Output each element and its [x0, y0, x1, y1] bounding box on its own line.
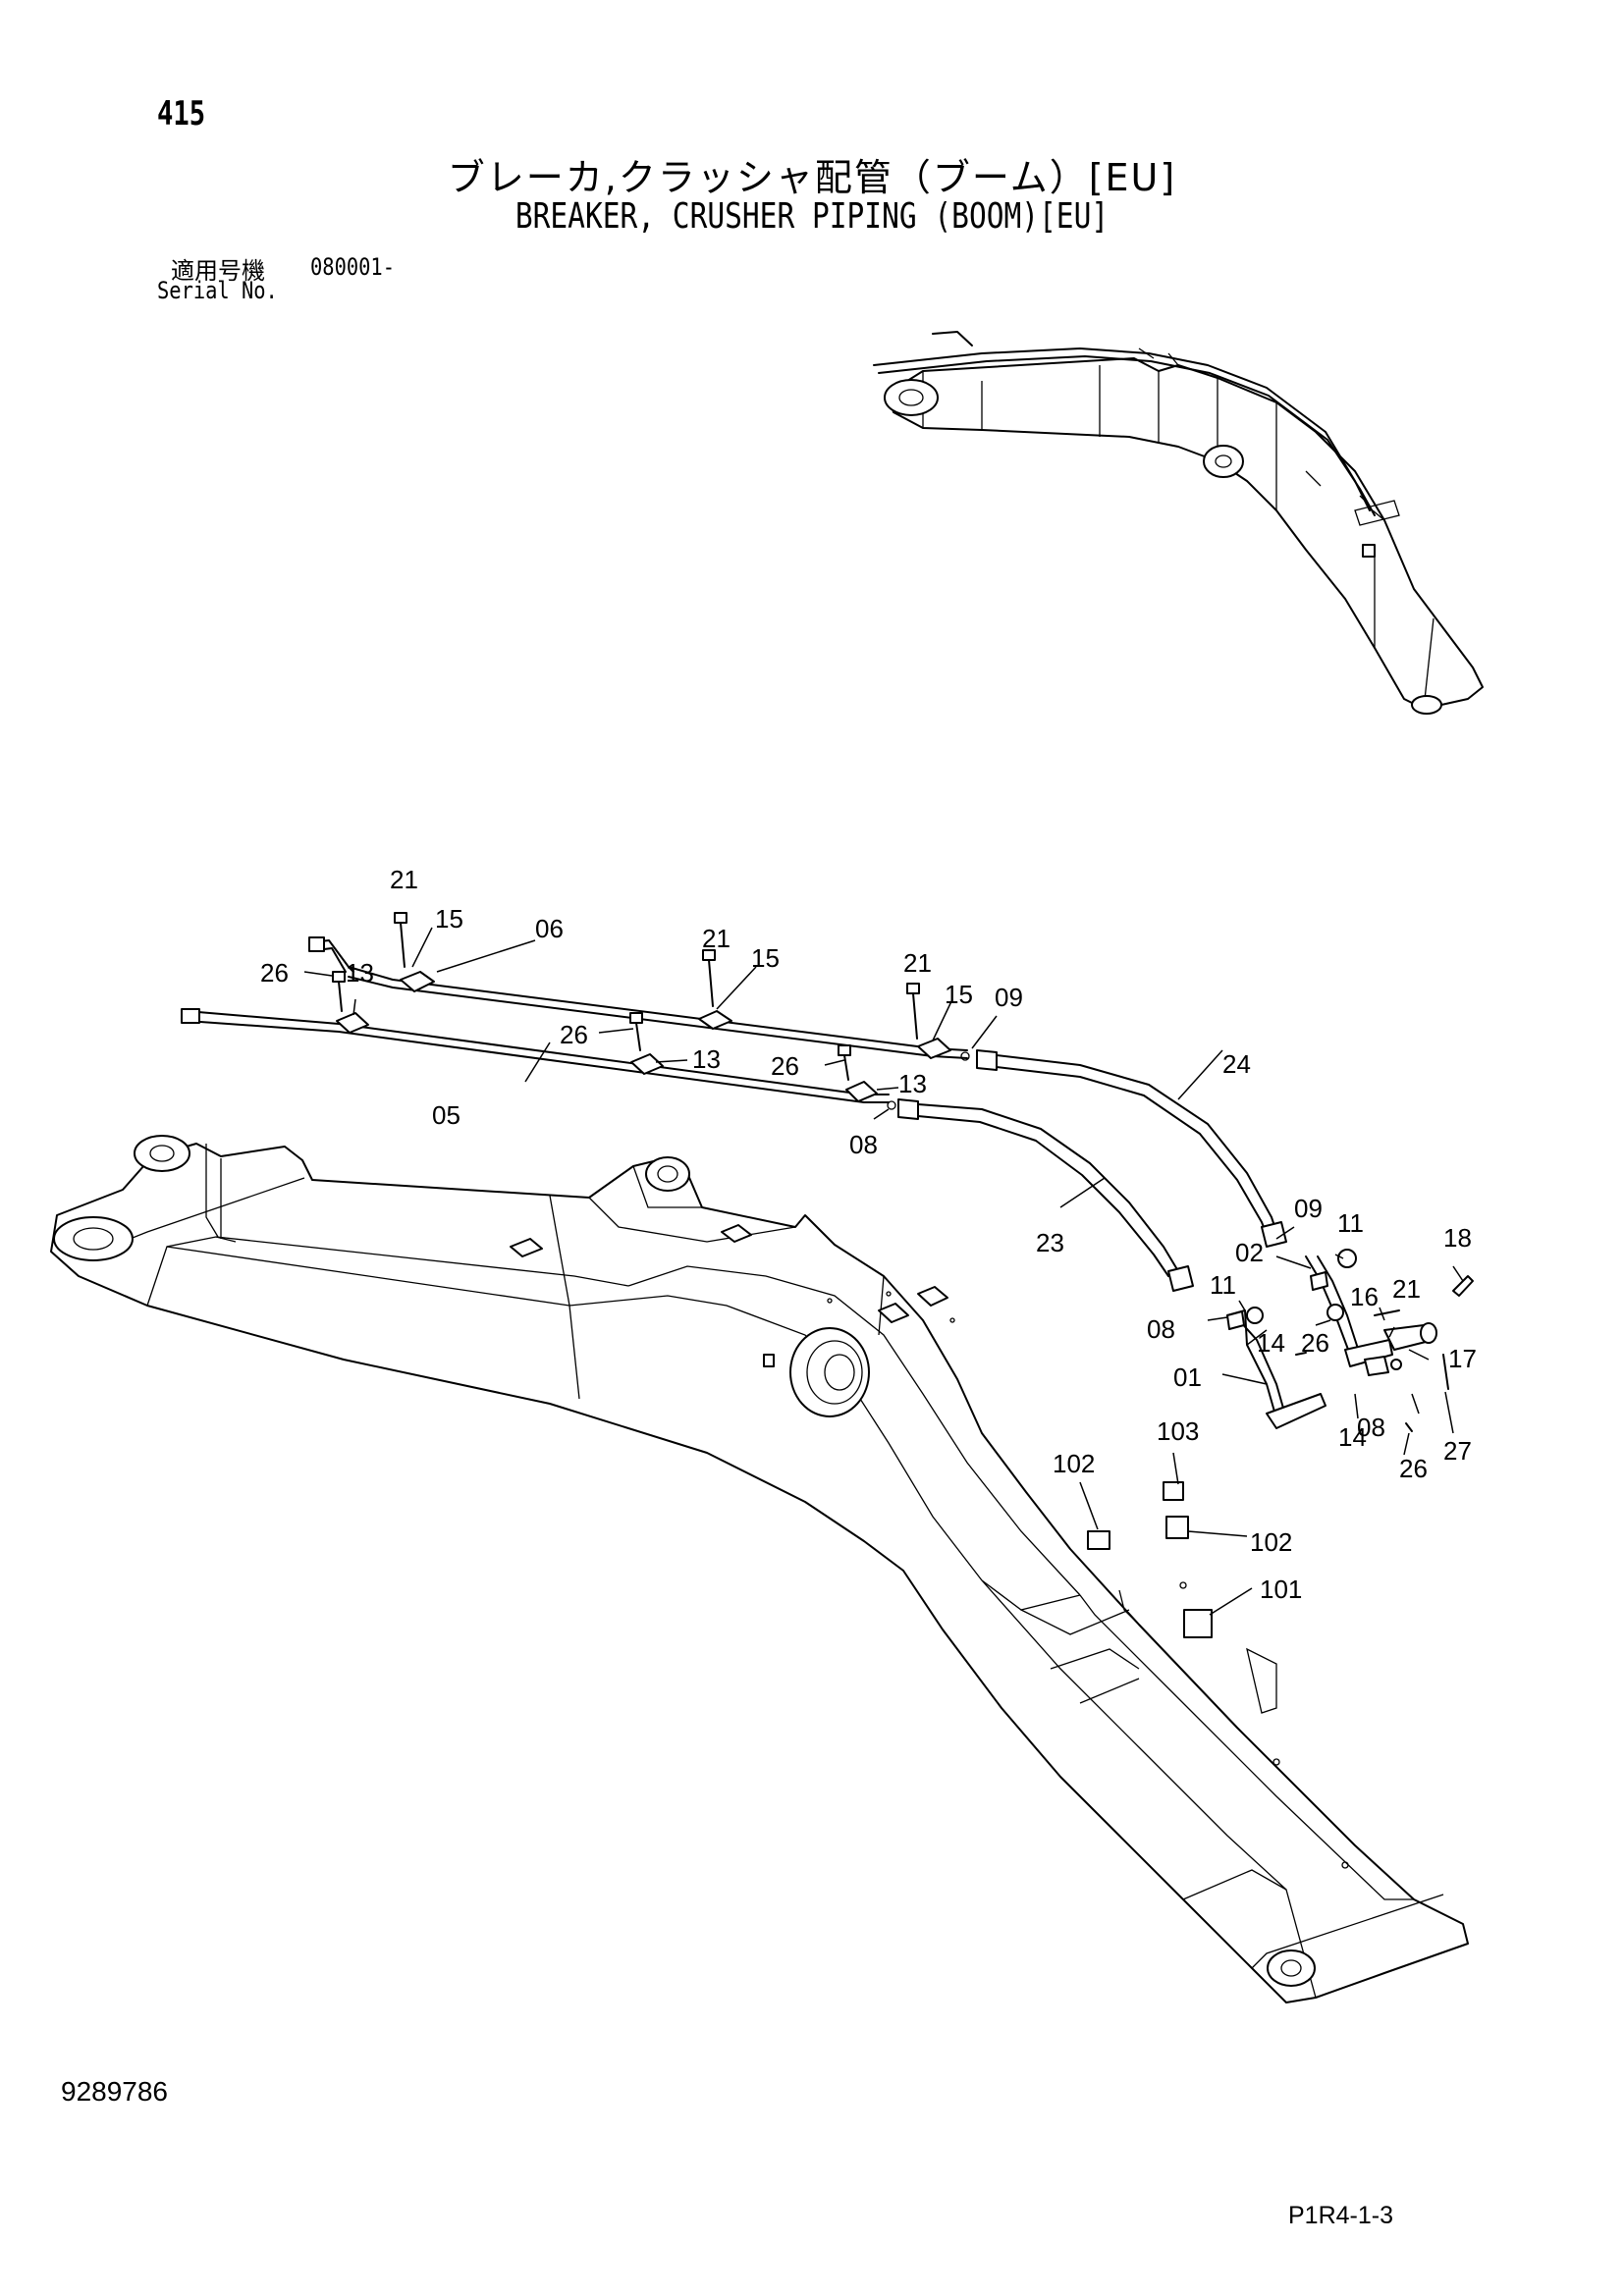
- callout-15: 15: [751, 943, 780, 973]
- callout-15: 15: [945, 980, 973, 1009]
- callout-09: 09: [1294, 1194, 1323, 1223]
- callout-17: 17: [1448, 1344, 1477, 1373]
- callout-13: 13: [346, 958, 374, 988]
- callout-14: 14: [1257, 1328, 1285, 1358]
- callout-08: 08: [1147, 1314, 1175, 1344]
- title-japanese: ブレーカ,クラッシャ配管（ブーム）[EU]: [447, 156, 1177, 199]
- callout-26: 26: [1399, 1454, 1428, 1483]
- pipes-and-hoses: [181, 936, 1437, 1429]
- callout-01: 01: [1173, 1362, 1202, 1392]
- callout-23: 23: [1036, 1228, 1064, 1257]
- callout-26: 26: [771, 1051, 799, 1081]
- callout-15: 15: [435, 904, 463, 934]
- callout-08: 08: [849, 1130, 878, 1159]
- page-number: 415: [157, 94, 206, 133]
- callout-11: 11: [1210, 1270, 1236, 1300]
- serial-label-english: Serial No.: [157, 277, 278, 304]
- callout-21: 21: [390, 865, 418, 894]
- leader-lines: [303, 927, 1464, 1616]
- callout-06: 06: [535, 914, 564, 943]
- callout-16: 16: [1350, 1282, 1379, 1311]
- serial-number-range: 080001-: [310, 253, 395, 281]
- serial-label-japanese: 適用号機: [171, 257, 265, 285]
- callout-05: 05: [432, 1100, 460, 1130]
- callout-21: 21: [1392, 1274, 1421, 1304]
- callout-18: 18: [1443, 1223, 1472, 1253]
- callout-13: 13: [898, 1069, 927, 1098]
- callout-103: 103: [1157, 1416, 1199, 1446]
- callout-13: 13: [692, 1044, 721, 1074]
- callout-24: 24: [1222, 1049, 1251, 1079]
- callout-102: 102: [1250, 1527, 1292, 1557]
- callout-26: 26: [1301, 1328, 1329, 1358]
- callout-21: 21: [903, 948, 932, 978]
- callout-27: 27: [1443, 1436, 1472, 1466]
- callout-11: 11: [1337, 1208, 1364, 1238]
- callout-21: 21: [702, 924, 731, 953]
- callout-26: 26: [560, 1020, 588, 1049]
- callout-102: 102: [1053, 1449, 1095, 1478]
- overview-boom-illustration: [873, 331, 1484, 715]
- clamps-and-bolts: [332, 912, 1474, 1432]
- callout-26: 26: [260, 958, 289, 988]
- title-english: BREAKER, CRUSHER PIPING (BOOM)[EU]: [514, 196, 1110, 237]
- callout-labels: 21 15 06 26 13 21 15 21 15 09 26 13 26 1…: [260, 865, 1477, 1604]
- callout-08: 08: [1357, 1413, 1385, 1442]
- callout-02: 02: [1235, 1238, 1264, 1267]
- figure-code: P1R4-1-3: [1288, 2202, 1393, 2229]
- document-number: 9289786: [61, 2076, 169, 2107]
- main-boom-illustration: [50, 1135, 1469, 2003]
- callout-101: 101: [1260, 1575, 1302, 1604]
- callout-09: 09: [995, 983, 1023, 1012]
- callout-14: 14: [1338, 1422, 1367, 1452]
